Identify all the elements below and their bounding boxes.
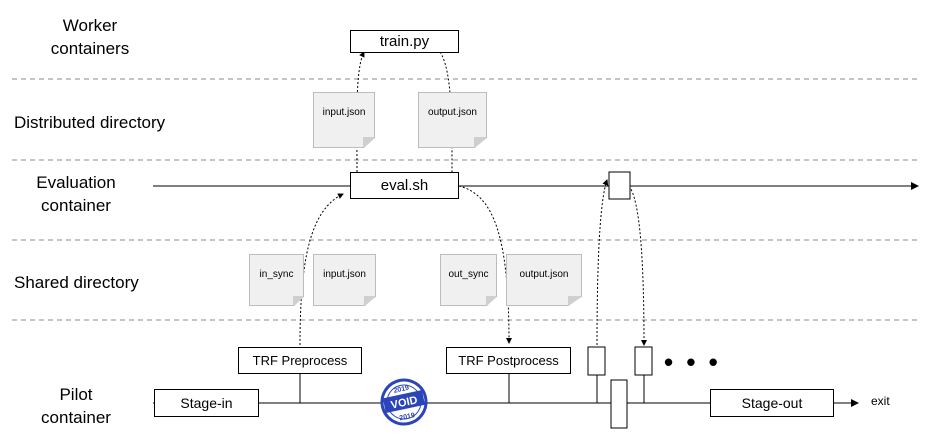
row-label-worker-containers: Worker containers	[50, 16, 130, 58]
exit-label: exit	[871, 394, 890, 408]
ellipsis-indicator: • • •	[664, 347, 721, 377]
void-stamp-ring-top: 2019	[393, 385, 410, 395]
flow-arrow-trf-pre-to-eval	[299, 193, 344, 346]
trf-preprocess-box: TRF Preprocess	[238, 347, 362, 374]
document-icon-input-json-shared: input.json	[313, 254, 376, 306]
void-stamp: 2019 2019 VOID	[380, 378, 428, 426]
row-label-pilot-container: Pilot container	[41, 385, 111, 427]
eval-step-box	[608, 171, 631, 200]
flow-arrow-eval-to-pilot	[628, 185, 647, 346]
void-stamp-ring-bottom: 2019	[399, 412, 416, 422]
row-label-evaluation-container: Evaluation container	[36, 173, 116, 215]
row-label-shared-directory: Shared directory	[14, 273, 139, 292]
stage-in-box: Stage-in	[154, 389, 259, 417]
void-stamp-text: VOID	[390, 394, 419, 411]
document-icon-output-json-shared: output.json	[506, 254, 582, 306]
document-icon-input-json-distributed: input.json	[313, 92, 375, 148]
trf-postprocess-box: TRF Postprocess	[446, 347, 571, 374]
pilot-step-box	[610, 379, 628, 429]
row-label-distributed-directory: Distributed directory	[14, 113, 166, 132]
flow-arrow-eval-to-trf-post	[458, 185, 512, 344]
pilot-step-box	[634, 346, 653, 376]
document-icon-out-sync: out_sync	[440, 254, 497, 306]
train-py-box: train.py	[350, 30, 459, 53]
flow-arrow-pilot-to-eval	[596, 179, 609, 346]
stage-out-box: Stage-out	[710, 389, 834, 417]
eval-sh-box: eval.sh	[350, 172, 459, 199]
pilot-step-box	[587, 346, 606, 376]
document-icon-in-sync: in_sync	[249, 254, 304, 306]
document-icon-output-json-distributed: output.json	[418, 92, 487, 148]
